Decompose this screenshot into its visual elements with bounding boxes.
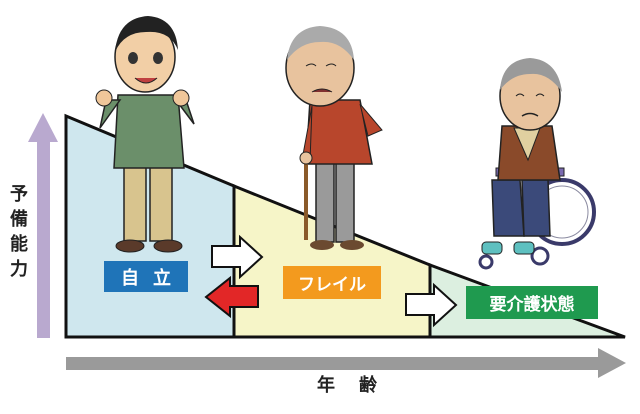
reverse-arrow [204,275,259,319]
stage-label-frail: フレイル [283,266,381,299]
forward-arrow-2 [405,282,458,328]
independent-man-figure [95,16,195,253]
vertical-axis-label: 予備能力 [8,182,30,282]
horizontal-axis-label: 年齢 [317,375,401,396]
vertical-axis-label-char: 能 [10,234,28,255]
vertical-axis-label-char: 予 [10,184,28,205]
stage-label-independent: 自立 [104,261,188,292]
care-elder-figure [478,58,596,270]
forward-arrow-1 [211,234,264,280]
vertical-axis-arrow [28,113,58,338]
frail-elder-figure [285,26,383,250]
vertical-axis-label-char: 備 [10,209,28,230]
stage-label-care: 要介護状態 [466,286,598,319]
horizontal-axis-arrow [66,348,626,378]
vertical-axis-label-char: 力 [10,259,28,280]
